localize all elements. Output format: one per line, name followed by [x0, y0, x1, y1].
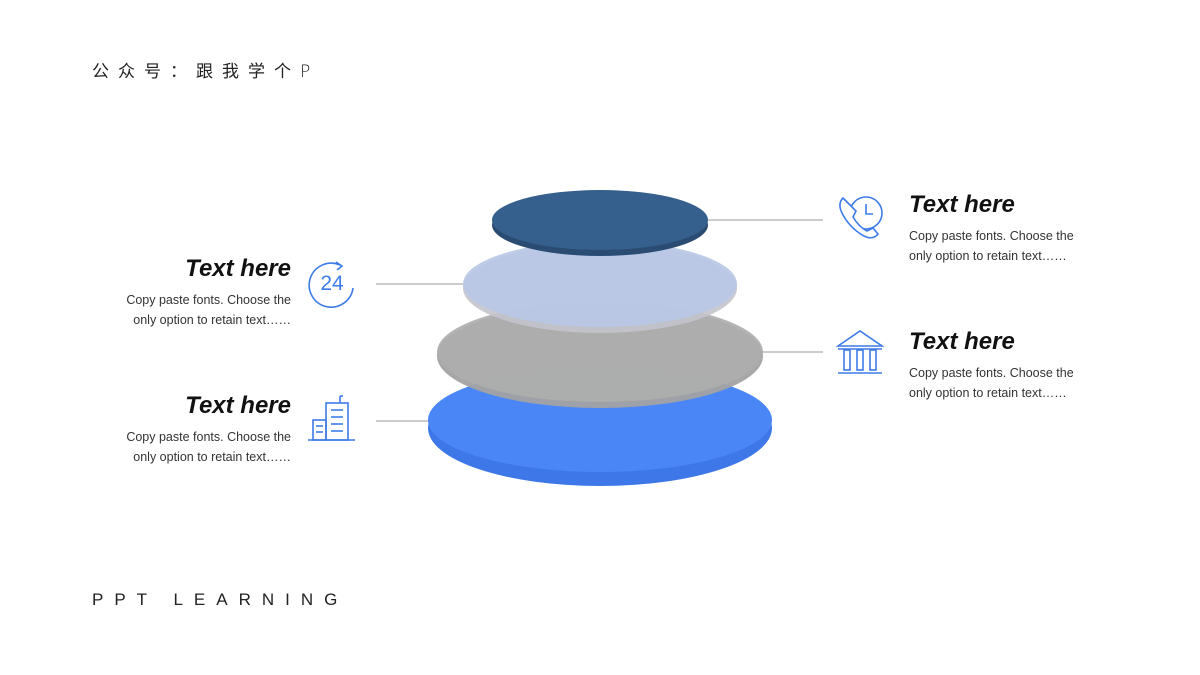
- item-title: Text here: [185, 255, 291, 282]
- item-description: Copy paste fonts. Choose the only option…: [909, 363, 1109, 403]
- item-title: Text here: [909, 328, 1015, 355]
- item-desc-line-1: Copy paste fonts. Choose the: [126, 293, 291, 307]
- page-title: 公众号：跟我学个P: [92, 62, 320, 82]
- item-desc-line-2: only option to retain text……: [909, 386, 1067, 400]
- item-desc-line-2: only option to retain text……: [909, 249, 1067, 263]
- bank-building-icon: [835, 330, 885, 374]
- text-block-1: Text here Copy paste fonts. Choose the o…: [909, 190, 1109, 266]
- item-desc-line-1: Copy paste fonts. Choose the: [909, 366, 1074, 380]
- text-block-4: Text here Copy paste fonts. Choose the o…: [71, 391, 291, 467]
- item-title: Text here: [185, 392, 291, 419]
- phone-clock-icon: [839, 196, 883, 239]
- 24-hours-icon: 24: [308, 261, 354, 308]
- 24-hours-icon-label: 24: [320, 272, 344, 295]
- item-desc-line-1: Copy paste fonts. Choose the: [909, 229, 1074, 243]
- footer-text: PPT LEARNING: [92, 590, 349, 609]
- item-title: Text here: [909, 191, 1015, 218]
- item-description: Copy paste fonts. Choose the only option…: [71, 427, 291, 467]
- item-description: Copy paste fonts. Choose the only option…: [71, 290, 291, 330]
- text-block-3: Text here Copy paste fonts. Choose the o…: [909, 327, 1109, 403]
- item-desc-line-1: Copy paste fonts. Choose the: [126, 430, 291, 444]
- layer-3: [437, 302, 763, 408]
- text-block-2: Text here Copy paste fonts. Choose the o…: [71, 254, 291, 330]
- item-description: Copy paste fonts. Choose the only option…: [909, 226, 1109, 266]
- city-buildings-icon: [308, 395, 355, 441]
- item-desc-line-2: only option to retain text……: [133, 450, 291, 464]
- layer-2: [463, 241, 737, 333]
- layer-1: [492, 190, 708, 256]
- item-desc-line-2: only option to retain text……: [133, 313, 291, 327]
